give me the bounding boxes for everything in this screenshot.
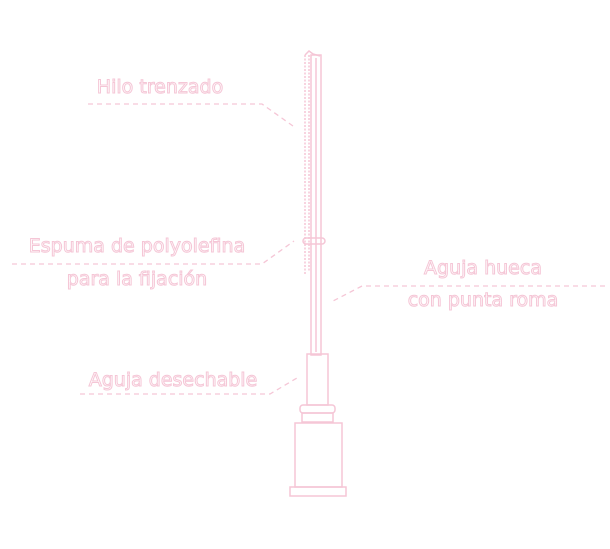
- hollow-needle-tube: [310, 54, 322, 356]
- leader-lines: [12, 103, 605, 395]
- leader-braided-thread: [88, 103, 294, 127]
- needle-hub-body: [294, 422, 343, 488]
- needle-hub-neck: [306, 353, 329, 406]
- needle-hub-ring: [301, 412, 334, 423]
- needle-hub-collar: [299, 404, 336, 414]
- needle-drawing: [289, 50, 347, 497]
- label-hollow-needle-line2: con punta roma: [407, 289, 559, 312]
- leader-hollow-needle: [332, 285, 605, 302]
- label-braided-thread: Hilo trenzado: [96, 76, 224, 99]
- label-foam-line1: Espuma de polyolefina: [28, 235, 246, 258]
- foam-ring: [302, 237, 326, 245]
- leader-foam: [12, 240, 295, 265]
- label-hollow-needle-line1: Aguja hueca: [424, 257, 543, 280]
- label-foam-line2: para la fijación: [66, 268, 208, 291]
- label-disposable-needle: Aguja desechable: [88, 369, 258, 392]
- needle-hub-base: [289, 486, 347, 497]
- braided-thread: [304, 55, 310, 275]
- leader-disposable-needle: [80, 377, 298, 395]
